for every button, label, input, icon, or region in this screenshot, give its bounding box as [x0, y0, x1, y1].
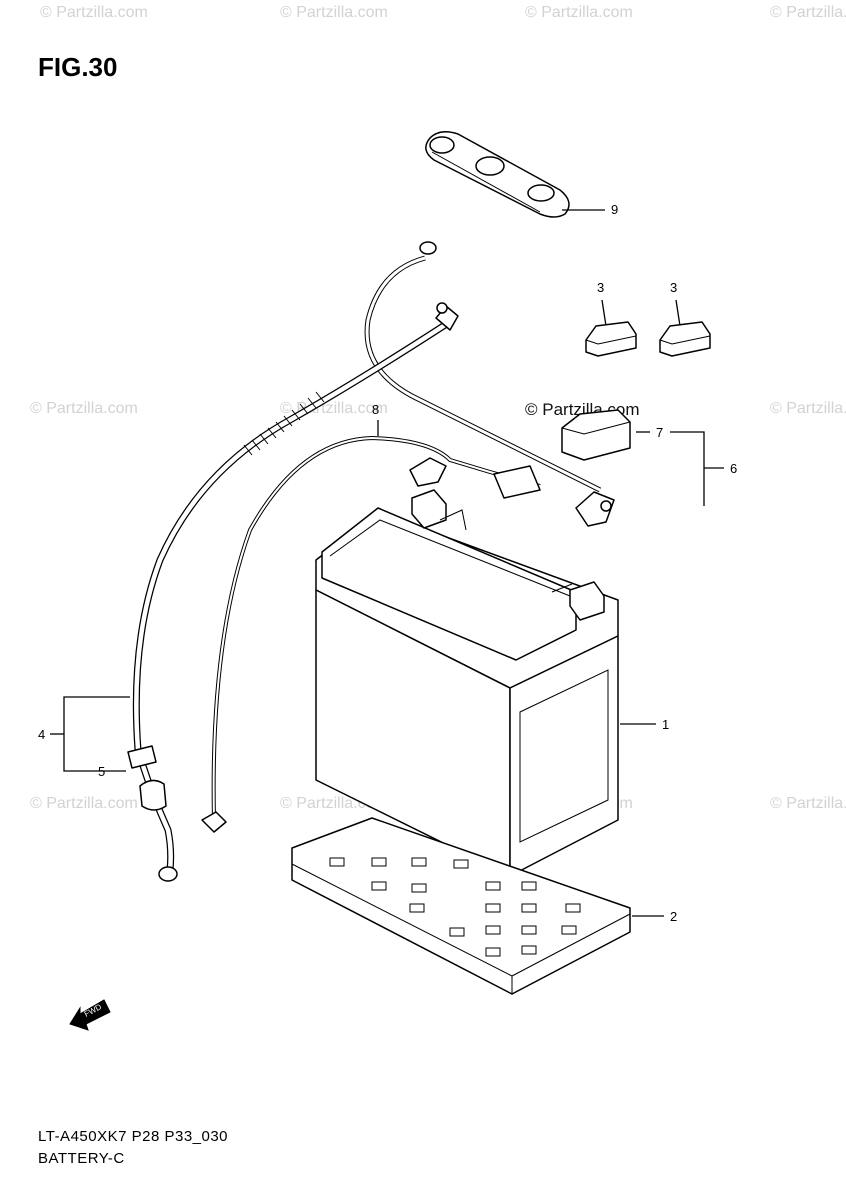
terminal-boot[interactable] — [127, 745, 167, 811]
callout-6: 6 — [730, 461, 737, 476]
terminal-cover-left[interactable] — [585, 321, 637, 357]
callout-1: 1 — [662, 717, 669, 732]
terminal-cover-right[interactable] — [659, 321, 711, 357]
section-name: BATTERY-C — [38, 1150, 125, 1167]
leader-line — [675, 299, 681, 327]
callout-3: 3 — [597, 280, 604, 295]
watermark: © Partzilla.com — [525, 4, 633, 21]
figure-title: FIG.30 — [38, 52, 118, 82]
watermark: © Partzilla.com — [30, 795, 138, 812]
battery-cable[interactable] — [132, 302, 459, 882]
callout-4: 4 — [38, 727, 45, 742]
watermark: © Partzilla.com — [40, 4, 148, 21]
battery-tray[interactable] — [291, 817, 631, 995]
callout-2: 2 — [670, 909, 677, 924]
battery[interactable] — [315, 489, 619, 877]
forward-arrow-icon: FWD — [69, 999, 111, 1031]
leader-line — [601, 299, 607, 327]
wire-harness[interactable] — [201, 435, 541, 833]
watermark: © Partzilla.com — [770, 795, 846, 812]
callout-3: 3 — [670, 280, 677, 295]
watermark: © Partzilla.com — [770, 4, 846, 21]
watermark: © Partzilla.com — [770, 400, 846, 417]
model-code: LT-A450XK7 P28 P33_030 — [38, 1128, 229, 1145]
battery-cover-strap[interactable] — [425, 131, 570, 218]
callout-9: 9 — [611, 202, 618, 217]
watermark: © Partzilla.com — [30, 400, 138, 417]
battery-lead-wire[interactable] — [364, 241, 615, 527]
callout-5: 5 — [98, 764, 105, 779]
bracket-4 — [63, 696, 130, 772]
callout-7: 7 — [656, 425, 663, 440]
watermark: © Partzilla.com — [280, 4, 388, 21]
callout-8: 8 — [372, 402, 379, 417]
bracket-6 — [670, 431, 705, 506]
relay-cover[interactable] — [561, 409, 631, 461]
